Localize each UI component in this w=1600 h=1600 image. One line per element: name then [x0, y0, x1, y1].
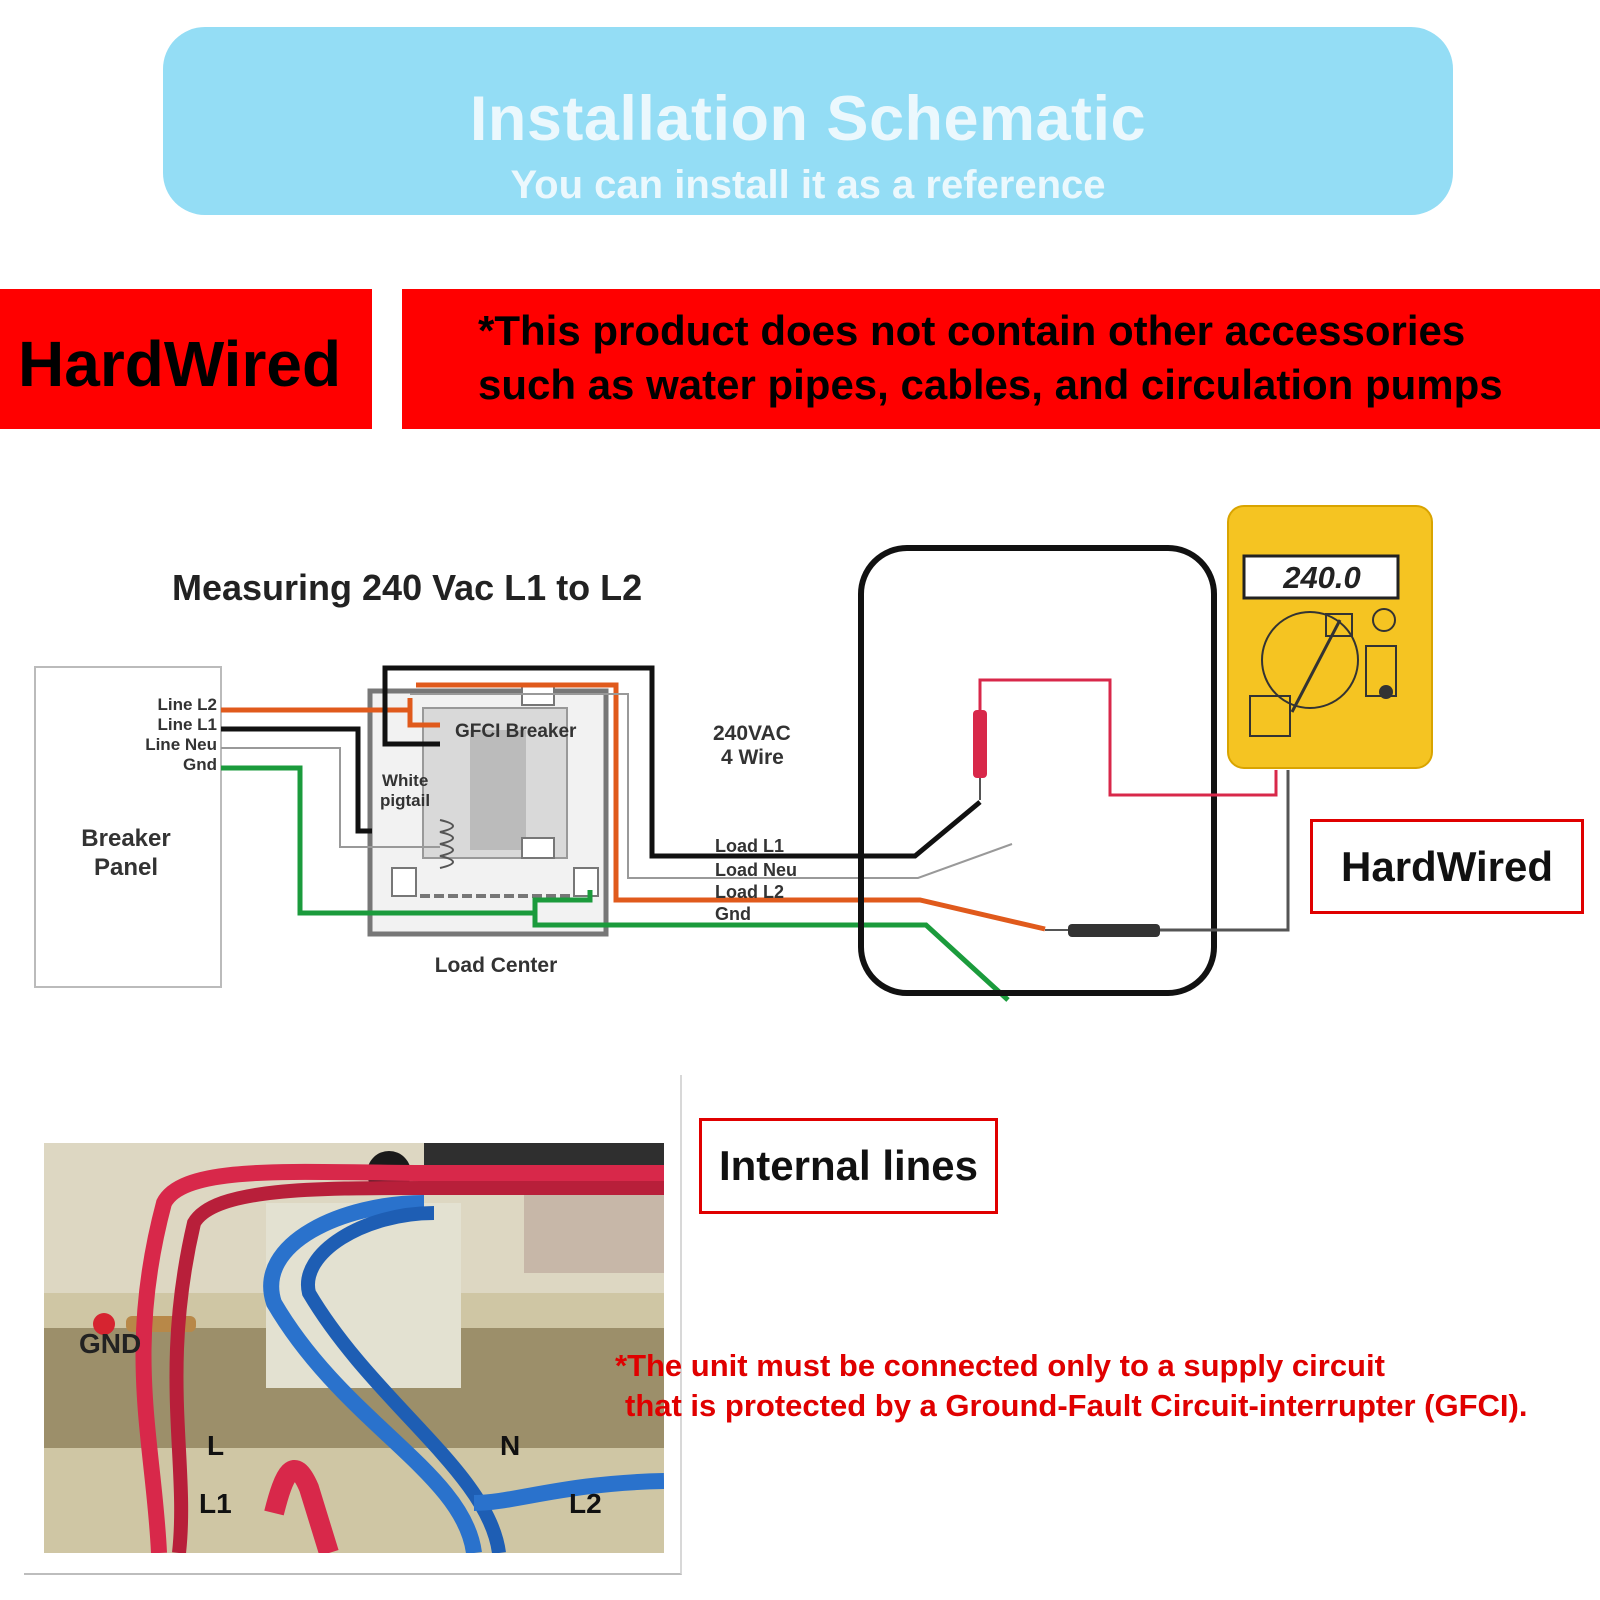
wire-load-l1 — [382, 665, 982, 859]
load-neu-label: Load Neu — [715, 860, 797, 880]
terminal-line-l1: Line L1 — [157, 715, 217, 734]
photo-n-label: N — [500, 1430, 520, 1461]
multimeter-button — [1372, 608, 1396, 632]
photo-gnd-screw — [93, 1313, 115, 1335]
terminal-line-l2: Line L2 — [157, 695, 217, 714]
photo-blue-wire-2 — [301, 1206, 506, 1553]
black-probe-lead — [1160, 770, 1290, 932]
multimeter-port-box — [1249, 695, 1291, 737]
photo-gnd-label: GND — [79, 1328, 141, 1359]
schematic-heading: Measuring 240 Vac L1 to L2 — [172, 567, 642, 608]
title-banner: Installation Schematic You can install i… — [163, 27, 1453, 215]
page-subtitle: You can install it as a reference — [510, 163, 1106, 207]
accessories-note-line2: such as water pipes, cables, and circula… — [478, 361, 1503, 408]
red-probe-lead — [978, 678, 1278, 797]
photo-l1-label: L1 — [199, 1488, 232, 1519]
wire-line-l1 — [221, 726, 372, 834]
load-l1-label: Load L1 — [715, 836, 784, 856]
internal-lines-callout: Internal lines — [699, 1118, 998, 1214]
supply-label-2: 4 Wire — [721, 746, 784, 769]
internal-wiring-photo: GND L N L1 L2 — [44, 1143, 664, 1553]
terminal-gnd: Gnd — [183, 755, 217, 774]
neutral-bar-left — [391, 867, 417, 897]
load-l2-label: Load L2 — [715, 882, 784, 902]
multimeter-display — [1242, 554, 1400, 600]
wiring-schematic: Measuring 240 Vac L1 to L2 Breaker Panel… — [34, 505, 1433, 1002]
gfci-bottom-terminal — [521, 837, 555, 859]
neutral-bar-right — [573, 867, 599, 897]
multimeter-knob-marker — [1325, 613, 1353, 637]
page-title: Installation Schematic — [469, 84, 1147, 154]
gfci-warning-line2: that is protected by a Ground-Fault Circ… — [625, 1388, 1528, 1423]
supply-label-1: 240VAC — [713, 722, 791, 745]
wire-load-neu — [410, 693, 1013, 879]
photo-frame — [24, 1075, 682, 1575]
pigtail-coil — [439, 819, 454, 869]
breaker-panel-label-2: Panel — [94, 854, 158, 881]
black-probe — [1068, 924, 1160, 937]
photo-l2-label: L2 — [569, 1488, 602, 1519]
gfci-breaker-label: GFCI Breaker — [455, 721, 577, 742]
photo-red-lead — [264, 1460, 339, 1553]
wire-load-l2 — [416, 682, 1046, 932]
pigtail-label-2: pigtail — [380, 791, 430, 810]
wire-line-l2 — [221, 698, 440, 728]
hardwired-banner: HardWired — [0, 289, 372, 429]
accessories-note-line1: *This product does not contain other acc… — [478, 307, 1466, 354]
hardwired-callout: HardWired — [1310, 819, 1584, 914]
multimeter-dial — [1261, 611, 1359, 709]
hardwired-banner-label: HardWired — [18, 328, 342, 400]
gfci-warning-line1: *The unit must be connected only to a su… — [615, 1348, 1385, 1383]
photo-l-label: L — [207, 1430, 224, 1461]
red-probe — [973, 710, 987, 778]
pigtail-label-1: White — [382, 771, 428, 790]
breaker-panel — [34, 666, 222, 988]
wire-line-neu — [221, 747, 440, 848]
photo-red-wire-1 — [135, 1163, 664, 1553]
photo-relay — [524, 1183, 664, 1273]
heater-enclosure — [858, 545, 1217, 996]
accessories-note-banner: *This product does not contain other acc… — [402, 289, 1600, 429]
wire-load-gnd — [532, 913, 1010, 1002]
load-center-label: Load Center — [435, 954, 558, 977]
breaker-panel-label-1: Breaker — [81, 825, 170, 852]
multimeter-jack — [1379, 685, 1393, 699]
load-gnd-label: Gnd — [715, 904, 751, 924]
photo-blue-wire-1 — [263, 1195, 482, 1553]
terminal-line-neu: Line Neu — [145, 735, 217, 754]
gfci-breaker-body — [470, 730, 526, 850]
photo-red-wire-2 — [169, 1181, 664, 1553]
photo-blue-lead — [473, 1473, 664, 1511]
multimeter-reading: 240.0 — [1282, 560, 1361, 595]
